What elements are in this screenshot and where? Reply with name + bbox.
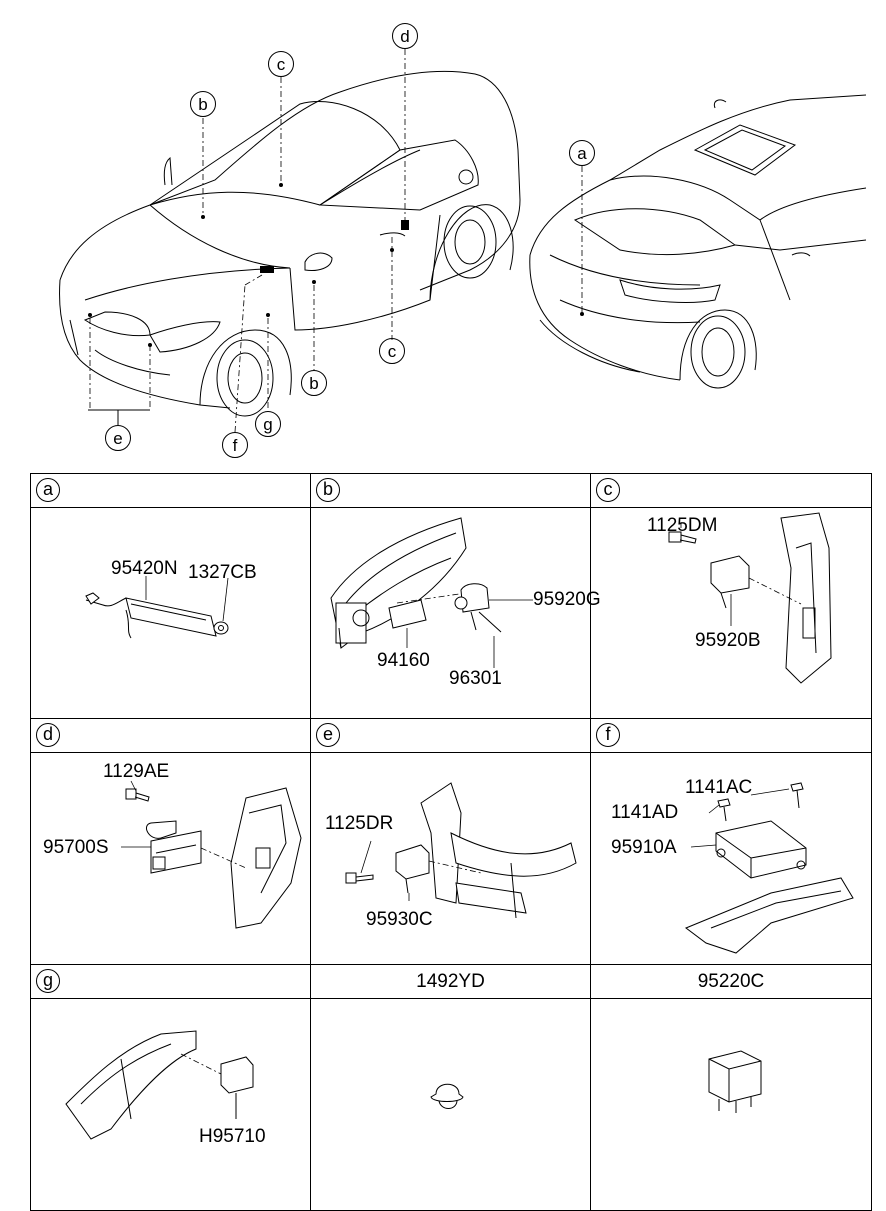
svg-text:g: g	[263, 415, 272, 434]
callout-a: a	[569, 140, 595, 166]
part-number-96301: 96301	[449, 668, 502, 689]
panel-part-number: 1492YD	[416, 971, 485, 992]
pillar-part	[780, 512, 832, 684]
panel-header: c	[591, 474, 871, 508]
sensor-part	[220, 1056, 254, 1119]
module-part	[146, 820, 202, 874]
panel-b-drawing: 95920G 94160 96301	[330, 517, 601, 689]
panel-e: e 1125DR 95930C	[310, 718, 591, 965]
panel-g: g H95710	[30, 964, 311, 1211]
part-number-95910A: 95910A	[611, 837, 677, 858]
svg-text:f: f	[233, 436, 238, 455]
sensor-part	[395, 844, 430, 894]
callout-c-upper: c	[268, 51, 294, 77]
nut-part	[213, 621, 229, 635]
panel-f-drawing: 1141AC 1141AD 95910A	[611, 777, 854, 954]
part-number-95920B: 95920B	[695, 630, 761, 651]
front-car-outline	[59, 70, 521, 417]
panel-a: a 95420N 1327CB	[30, 473, 311, 719]
panel-95220C: 95220C	[590, 964, 872, 1211]
bolt-parts	[717, 782, 804, 822]
callout-b-lower: b	[301, 370, 327, 396]
relay-part	[708, 1050, 762, 1113]
bolt-part	[125, 788, 150, 802]
weight-part	[388, 599, 427, 629]
sensor-part	[710, 555, 750, 609]
part-number-1125DR: 1125DR	[325, 813, 393, 834]
callout-leaders	[89, 49, 583, 433]
panel-b: b 95920G	[310, 473, 601, 719]
panel-key-circle: a	[36, 478, 60, 502]
part-number-1141AD: 1141AD	[611, 802, 678, 823]
fender-apron-part	[65, 1030, 197, 1140]
part-number-1327CB: 1327CB	[188, 562, 257, 583]
panel-header: a	[31, 474, 310, 508]
callout-d: d	[392, 23, 418, 49]
panel-key-circle: g	[36, 969, 60, 993]
panel-header: d	[31, 719, 310, 753]
panel-header: 1492YD	[311, 965, 590, 999]
svg-text:c: c	[388, 342, 397, 361]
panel-part-number: 95220C	[697, 971, 765, 992]
parts-grid: a 95420N 1327CB b	[30, 473, 872, 1211]
bolt-part	[345, 872, 374, 884]
panel-d: d 1129AE 95700S	[30, 718, 311, 965]
part-number-95930C: 95930C	[366, 909, 433, 930]
part-number-H95710: H95710	[199, 1126, 266, 1147]
panel-d-drawing: 1129AE 95700S	[43, 761, 302, 929]
part-number-1129AE: 1129AE	[103, 761, 169, 782]
part-number-94160: 94160	[377, 650, 430, 671]
panel-key-circle: c	[596, 478, 620, 502]
bracket-part	[230, 787, 302, 929]
svg-text:b: b	[309, 374, 318, 393]
svg-text:b: b	[198, 95, 207, 114]
part-number-95700S: 95700S	[43, 837, 109, 858]
panel-e-drawing: 1125DR 95930C	[325, 782, 577, 930]
callout-g: g	[255, 411, 281, 437]
antenna-module-part	[85, 592, 217, 639]
sensor-part	[454, 583, 502, 633]
panel-1492YD-drawing	[430, 1083, 464, 1109]
panel-header: f	[591, 719, 871, 753]
svg-text:d: d	[400, 27, 409, 46]
svg-text:c: c	[277, 55, 286, 74]
bolt-part	[668, 531, 697, 544]
airbag-module-part	[715, 820, 807, 879]
floor-panel-part	[684, 877, 854, 954]
panel-f: f 1141AC 1141AD	[590, 718, 872, 965]
svg-text:a: a	[577, 144, 587, 163]
panel-header: 95220C	[591, 965, 871, 999]
panel-header: e	[311, 719, 590, 753]
callout-e: e	[105, 425, 131, 451]
panel-header: b	[311, 474, 590, 508]
svg-text:e: e	[113, 429, 122, 448]
vehicle-overview: a b b c c d e f g	[59, 23, 867, 458]
panel-key-circle: e	[316, 723, 340, 747]
panel-95220C-drawing	[708, 1050, 762, 1113]
panel-c-drawing: 1125DM 95920B	[668, 512, 832, 684]
part-number-1125DM-label: 1125DM	[647, 515, 718, 536]
clip-part	[430, 1083, 464, 1109]
part-number-1141AC: 1141AC	[685, 777, 752, 798]
part-markers	[88, 183, 584, 347]
panel-1492YD: 1492YD	[310, 964, 591, 1211]
door-frame-part	[330, 517, 467, 649]
panel-c: c 1125DM 95920B 1125DM	[590, 473, 872, 719]
callout-f: f	[222, 432, 248, 458]
panel-key-circle: d	[36, 723, 60, 747]
panel-g-drawing: H95710	[65, 1030, 266, 1147]
panel-key-circle: b	[316, 478, 340, 502]
radiator-support-part	[420, 782, 577, 919]
panel-a-drawing: 95420N 1327CB	[85, 558, 257, 639]
callout-c-lower: c	[379, 338, 405, 364]
panel-key-circle: f	[596, 723, 620, 747]
part-number-95920G: 95920G	[533, 589, 601, 610]
panel-header: g	[31, 965, 310, 999]
callout-b-upper: b	[190, 91, 216, 117]
callout-bracket-e	[88, 409, 150, 425]
rear-car-outline	[529, 94, 867, 389]
part-number-95420N: 95420N	[111, 558, 178, 579]
